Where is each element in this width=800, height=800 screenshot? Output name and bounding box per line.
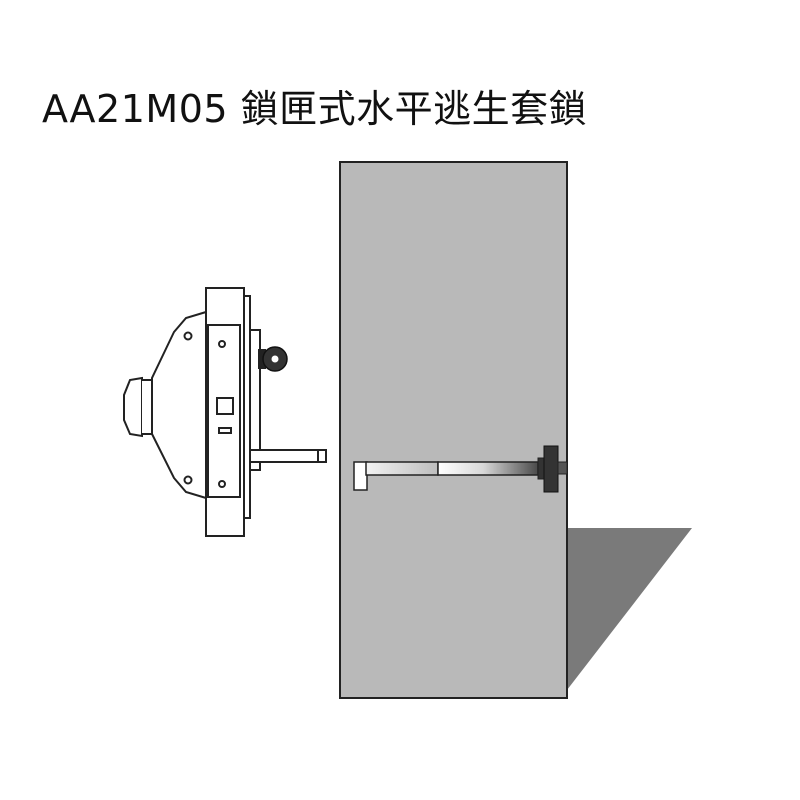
- key-icon: [258, 346, 288, 372]
- door-shadow: [567, 528, 692, 690]
- product-title: AA21M05 鎖匣式水平逃生套鎖: [42, 87, 588, 131]
- lock-body-illustration: [123, 287, 327, 537]
- push-bar-illustration: [353, 445, 568, 493]
- door-illustration: [339, 161, 568, 699]
